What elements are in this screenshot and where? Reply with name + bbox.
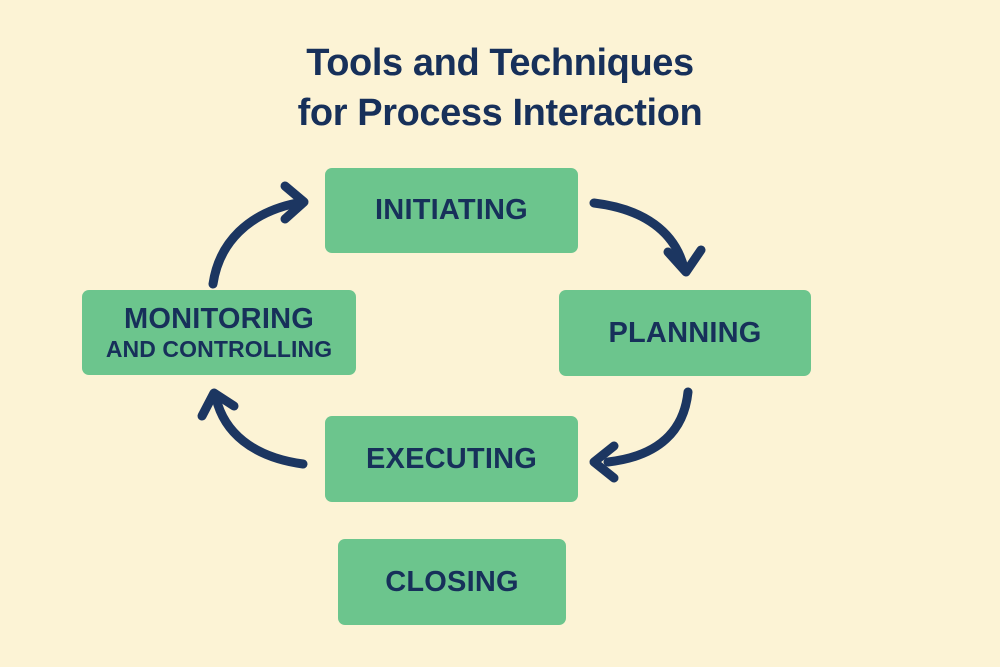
phase-label-planning: PLANNING — [608, 316, 762, 349]
phase-box-monitoring[interactable]: MONITORING AND CONTROLLING — [82, 290, 356, 375]
phase-box-executing[interactable]: EXECUTING — [325, 416, 578, 502]
arrow-initiating-to-planning — [589, 198, 706, 277]
page-title-line-1: Tools and Techniques — [306, 42, 694, 84]
phase-box-planning[interactable]: PLANNING — [559, 290, 811, 376]
page-title-line-2: for Process Interaction — [297, 92, 703, 134]
arrow-monitoring-to-initiating — [208, 181, 309, 289]
phase-sublabel-monitoring: AND CONTROLLING — [105, 335, 333, 362]
phase-label-executing: EXECUTING — [366, 442, 537, 475]
phase-box-initiating[interactable]: INITIATING — [325, 168, 578, 253]
phase-box-closing[interactable]: CLOSING — [338, 539, 566, 625]
phase-label-initiating: INITIATING — [375, 194, 528, 227]
phase-label-closing: CLOSING — [385, 565, 519, 598]
phase-label-monitoring: MONITORING — [124, 303, 314, 336]
arrow-planning-to-executing — [589, 387, 693, 483]
page-title: Tools and Techniques for Process Interac… — [0, 38, 1000, 138]
arrow-executing-to-monitoring — [197, 388, 308, 469]
